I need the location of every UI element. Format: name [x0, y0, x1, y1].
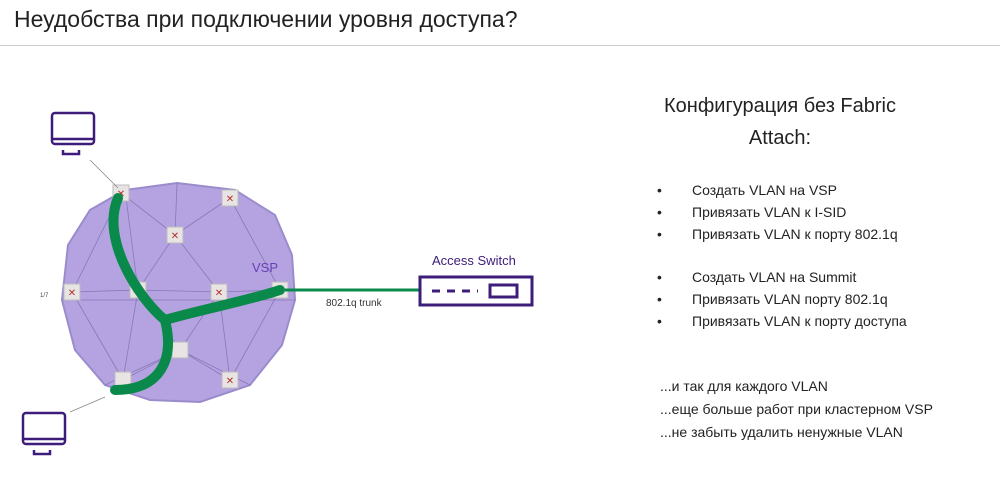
heading-line: Конфигурация без Fabric: [664, 95, 896, 117]
list-item: Привязать VLAN к порту доступа: [657, 310, 907, 332]
access-switch-label: Access Switch: [432, 253, 516, 268]
notes: ...и так для каждого VLAN ...еще больше …: [660, 375, 933, 444]
list-item: Привязать VLAN к I-SID: [657, 201, 898, 223]
vsp-steps-list: Создать VLAN на VSP Привязать VLAN к I-S…: [657, 179, 898, 245]
svg-text:✕: ✕: [171, 231, 179, 242]
svg-text:✕: ✕: [226, 194, 234, 205]
list-item: Создать VLAN на Summit: [657, 266, 907, 288]
svg-text:✕: ✕: [68, 288, 76, 299]
note: ...еще больше работ при кластерном VSP: [660, 401, 933, 417]
svg-text:✕: ✕: [215, 288, 223, 299]
vsp-label: VSP: [252, 260, 278, 275]
title-divider: [0, 45, 1000, 46]
note: ...не забыть удалить ненужные VLAN: [660, 424, 903, 440]
note: ...и так для каждого VLAN: [660, 378, 828, 394]
config-heading: Конфигурация без Fabric Attach:: [640, 90, 920, 154]
svg-text:✕: ✕: [226, 376, 234, 387]
monitor-icon: [21, 111, 96, 456]
heading-line: Attach:: [748, 127, 812, 149]
trunk-label: 802.1q trunk: [326, 298, 383, 309]
port-label: 1/7: [40, 293, 49, 299]
list-item: Привязать VLAN порту 802.1q: [657, 288, 907, 310]
access-switch-icon: [418, 275, 534, 307]
slide-title: Неудобства при подключении уровня доступ…: [14, 6, 518, 32]
fabric-sphere: [60, 181, 297, 404]
summit-steps-list: Создать VLAN на Summit Привязать VLAN по…: [657, 266, 907, 332]
list-item: Создать VLAN на VSP: [657, 179, 898, 201]
list-item: Привязать VLAN к порту 802.1q: [657, 223, 898, 245]
vlan-path: [108, 193, 285, 395]
